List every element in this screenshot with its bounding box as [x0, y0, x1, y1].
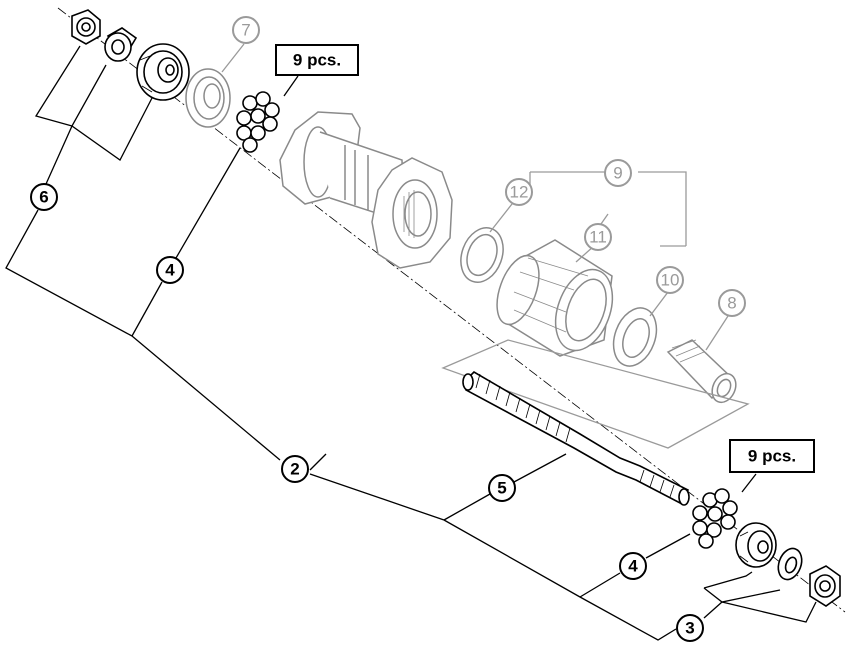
left-cone — [136, 43, 190, 101]
callout-7: 7 — [232, 16, 260, 44]
callout-10: 10 — [656, 266, 684, 294]
svg-text:4: 4 — [628, 557, 638, 576]
svg-text:5: 5 — [497, 479, 506, 498]
callout-12: 12 — [505, 178, 533, 206]
dust-seal — [185, 68, 231, 128]
svg-text:9 pcs.: 9 pcs. — [748, 447, 796, 466]
right-cone — [735, 522, 777, 568]
left-lock-nut — [71, 9, 101, 45]
leader-lines — [5, 45, 817, 641]
upper-ball-bearings — [236, 91, 280, 153]
right-washer — [777, 547, 803, 581]
ghost-group-outline — [441, 339, 750, 449]
svg-text:8: 8 — [727, 294, 736, 313]
svg-text:7: 7 — [241, 21, 250, 40]
svg-text:12: 12 — [510, 183, 529, 202]
svg-text:10: 10 — [661, 271, 680, 290]
svg-text:3: 3 — [685, 619, 694, 638]
svg-text:11: 11 — [589, 228, 607, 247]
callout-5: 5 — [488, 474, 516, 502]
callout-4-upper: 4 — [156, 256, 184, 284]
svg-text:2: 2 — [290, 460, 299, 479]
hub-shell — [279, 111, 453, 269]
svg-text:4: 4 — [165, 261, 175, 280]
callout-3: 3 — [676, 614, 704, 642]
freewheel-washer — [612, 307, 658, 367]
fixing-bolt — [666, 339, 737, 404]
svg-text:9 pcs.: 9 pcs. — [293, 51, 341, 70]
callout-11: 11 — [584, 223, 612, 251]
callout-9: 9 — [604, 159, 632, 187]
callout-6: 6 — [30, 183, 58, 211]
svg-text:9: 9 — [613, 164, 622, 183]
right-lock-nut — [809, 565, 841, 607]
svg-text:6: 6 — [39, 188, 48, 207]
lower-ball-bearings — [692, 488, 738, 549]
quantity-label-upper: 9 pcs. — [275, 44, 359, 76]
quantity-label-lower: 9 pcs. — [729, 439, 815, 473]
left-spacer — [104, 27, 138, 62]
freewheel-body — [496, 239, 614, 357]
spacer-ring — [460, 227, 504, 283]
callout-4-lower: 4 — [619, 552, 647, 580]
hub-axle — [462, 370, 690, 506]
callout-2: 2 — [281, 455, 309, 483]
callout-8: 8 — [718, 289, 746, 317]
